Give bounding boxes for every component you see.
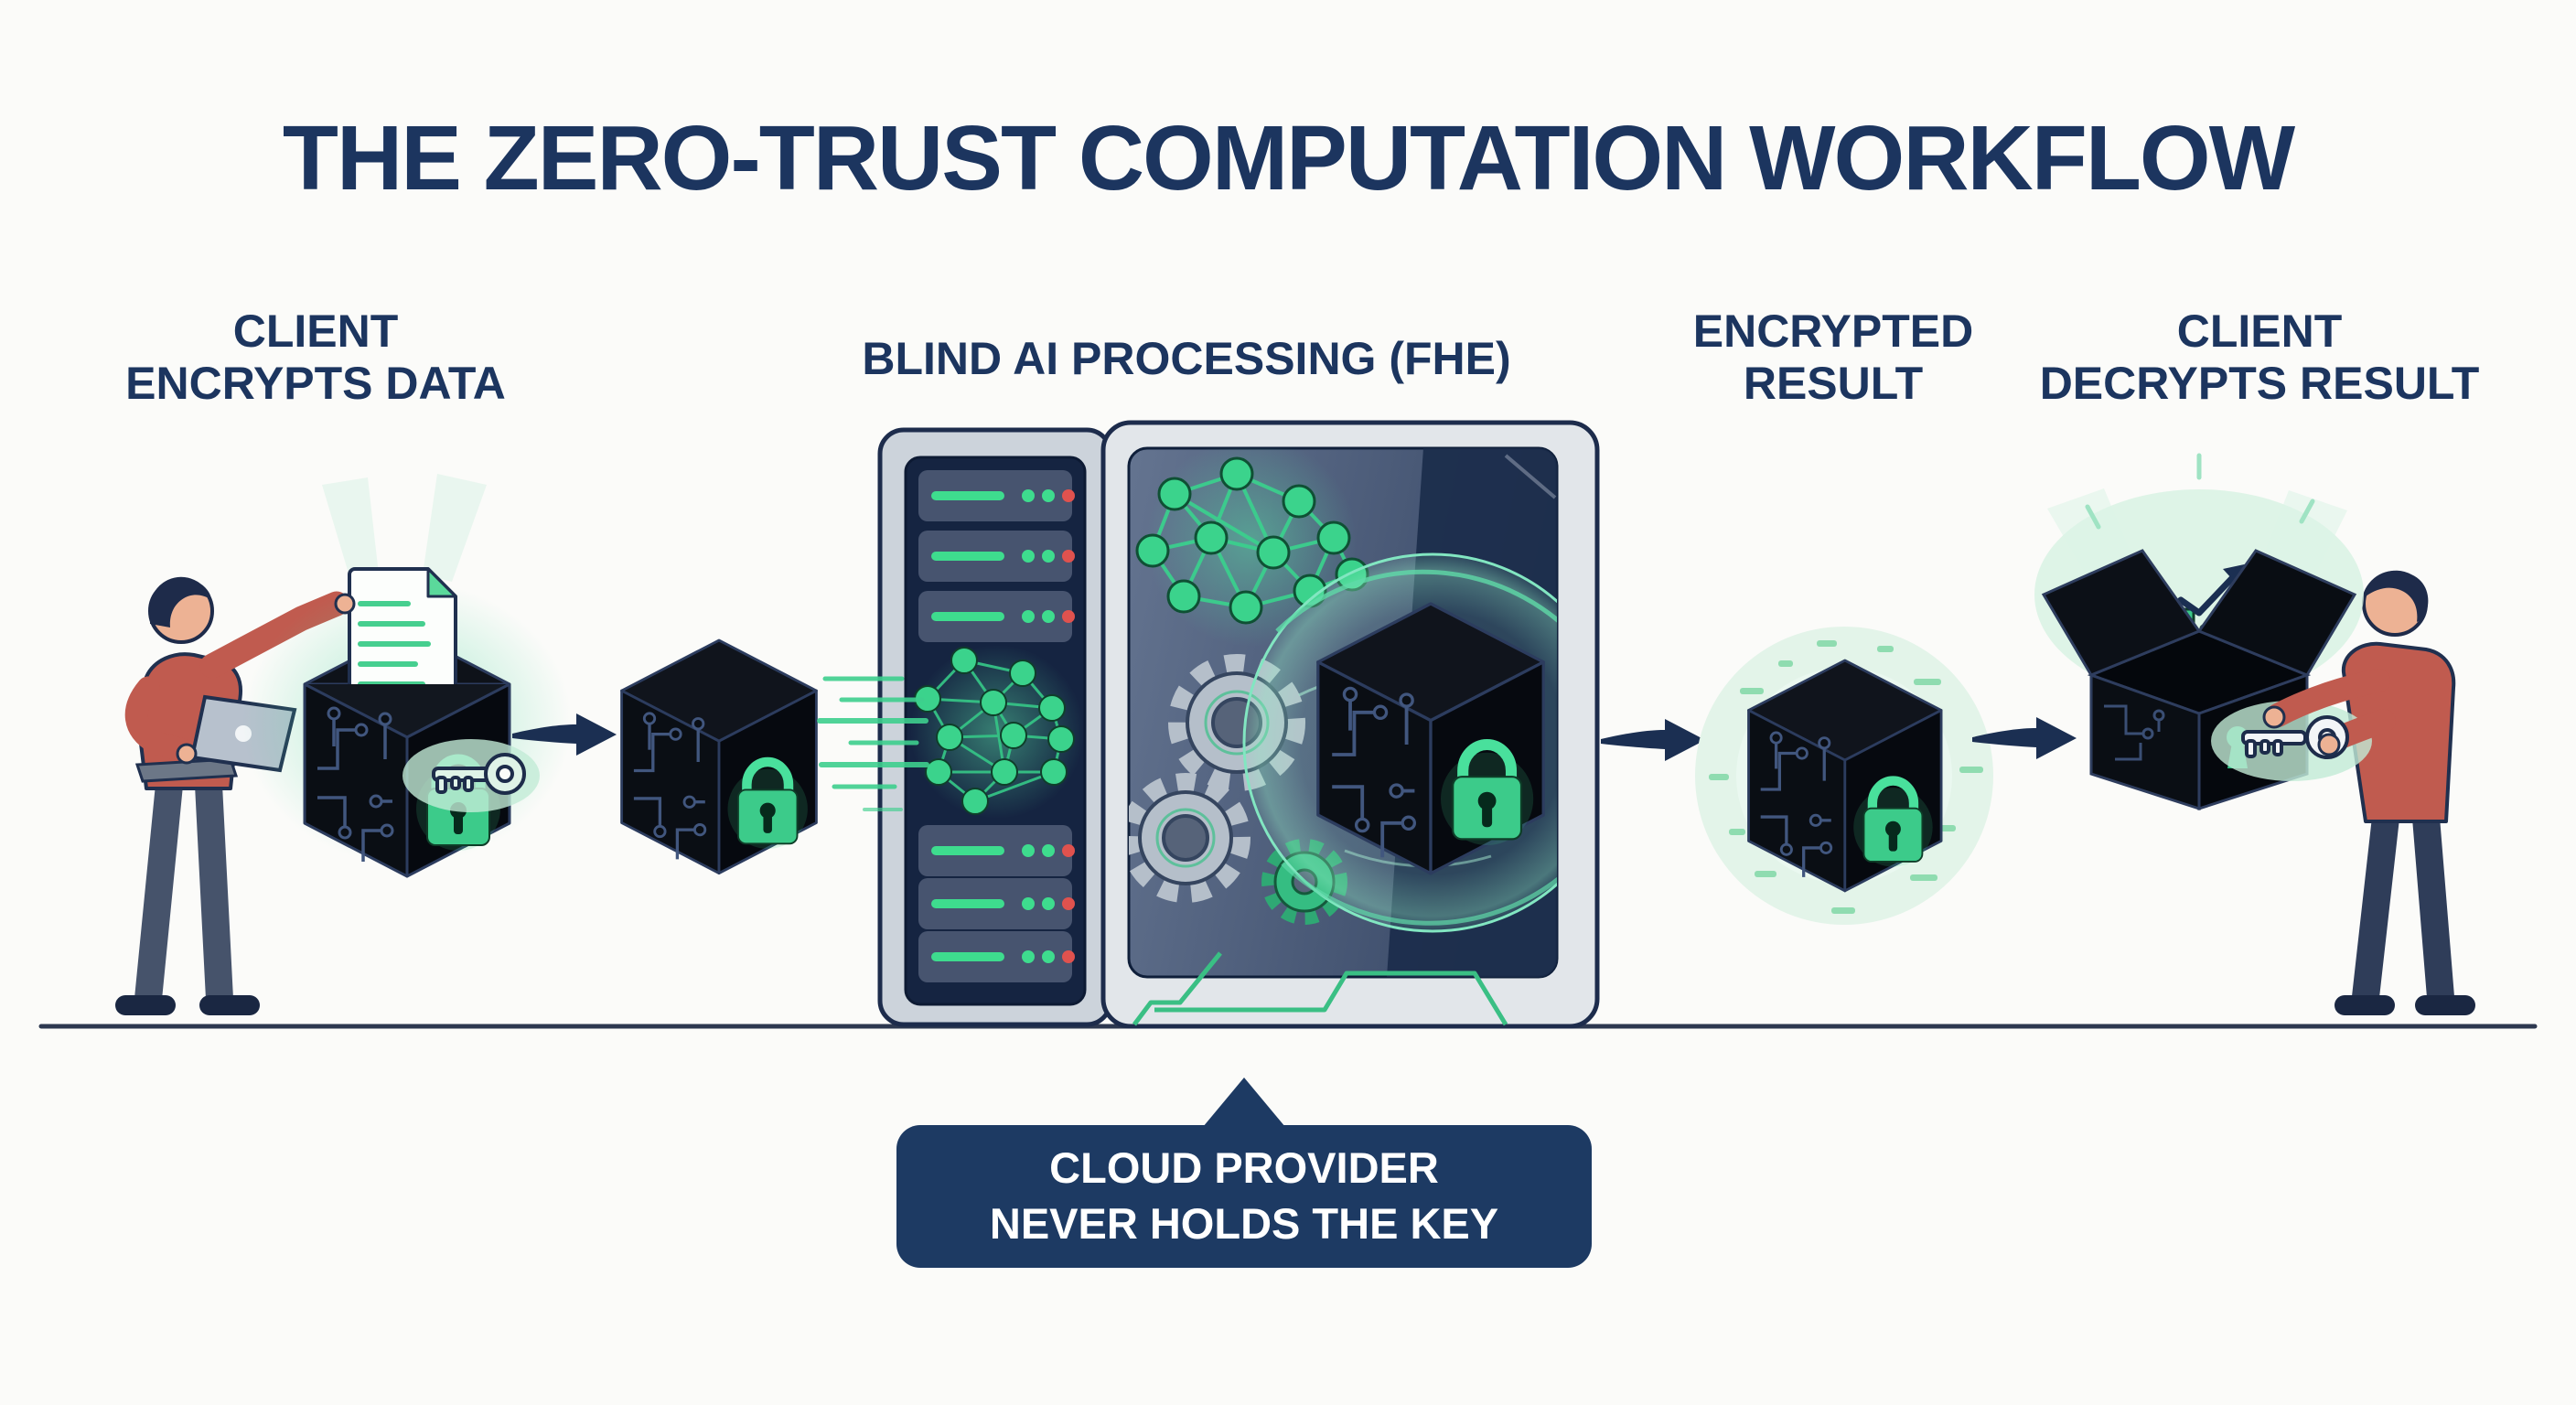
shoe-icon (2334, 995, 2395, 1015)
hair (150, 576, 211, 627)
speed-lines (817, 676, 929, 811)
encrypted-cube-icon (1318, 604, 1543, 874)
stage-label-line: BLIND AI PROCESSING (FHE) (862, 333, 1511, 384)
badge-pointer-up-icon (1203, 1078, 1285, 1127)
client-right-figure (2334, 570, 2475, 1015)
sparkles (2085, 453, 2315, 530)
stage-label-line: CLIENT (2176, 306, 2343, 357)
server-rack-icon (877, 427, 1113, 1027)
shoe-icon (199, 995, 260, 1015)
encrypted-cube-icon (303, 567, 510, 876)
light-beam (322, 477, 379, 576)
stage-label-client-decrypts: CLIENT DECRYPTS RESULT (2040, 306, 2480, 410)
hand (334, 593, 356, 615)
stage-label-blind-ai-processing: BLIND AI PROCESSING (FHE) (862, 333, 1510, 385)
encrypted-cube-icon (1749, 660, 1942, 891)
server-slot (918, 591, 1075, 642)
page-title: THE ZERO-TRUST COMPUTATION WORKFLOW (282, 107, 2295, 209)
hand (2262, 705, 2286, 729)
monitor-icon (1100, 420, 1600, 1029)
hand (2317, 733, 2341, 756)
badge-line: CLOUD PROVIDER (1049, 1143, 1439, 1192)
cloud-provider-badge: CLOUD PROVIDER NEVER HOLDS THE KEY (896, 1078, 1592, 1268)
decryption-key-icon (2211, 669, 2396, 781)
stage-label-line: CLIENT (232, 306, 399, 357)
neural-network-icon (910, 645, 1084, 819)
stage-label-client-encrypts: CLIENT ENCRYPTS DATA (125, 306, 506, 410)
stage-label-line: DECRYPTS RESULT (2039, 358, 2480, 409)
encrypted-result (1695, 627, 1993, 925)
glow-dashes (1709, 640, 1983, 914)
arrow-right-icon (1601, 719, 1705, 761)
encrypted-cube-icon (622, 640, 817, 874)
sphere-shield-icon (1242, 552, 1557, 933)
hair (2366, 570, 2429, 622)
server-slot (918, 531, 1075, 582)
light-beam (423, 474, 487, 582)
shoe-icon (115, 995, 176, 1015)
key-icon (402, 739, 540, 812)
server-slot (918, 825, 1075, 876)
server-slot (918, 878, 1075, 929)
bezel-circuit-traces (1132, 951, 1508, 1026)
stage-label-line: ENCRYPTED (1692, 306, 1974, 357)
stage-label-encrypted-result: ENCRYPTED RESULT (1693, 306, 1974, 410)
badge-line: NEVER HOLDS THE KEY (989, 1199, 1499, 1249)
server-slot (918, 931, 1075, 982)
stage-label-line: ENCRYPTS DATA (125, 358, 506, 409)
server-slot (918, 470, 1075, 521)
shoe-icon (2415, 995, 2475, 1015)
stage-label-line: RESULT (1743, 358, 1924, 409)
